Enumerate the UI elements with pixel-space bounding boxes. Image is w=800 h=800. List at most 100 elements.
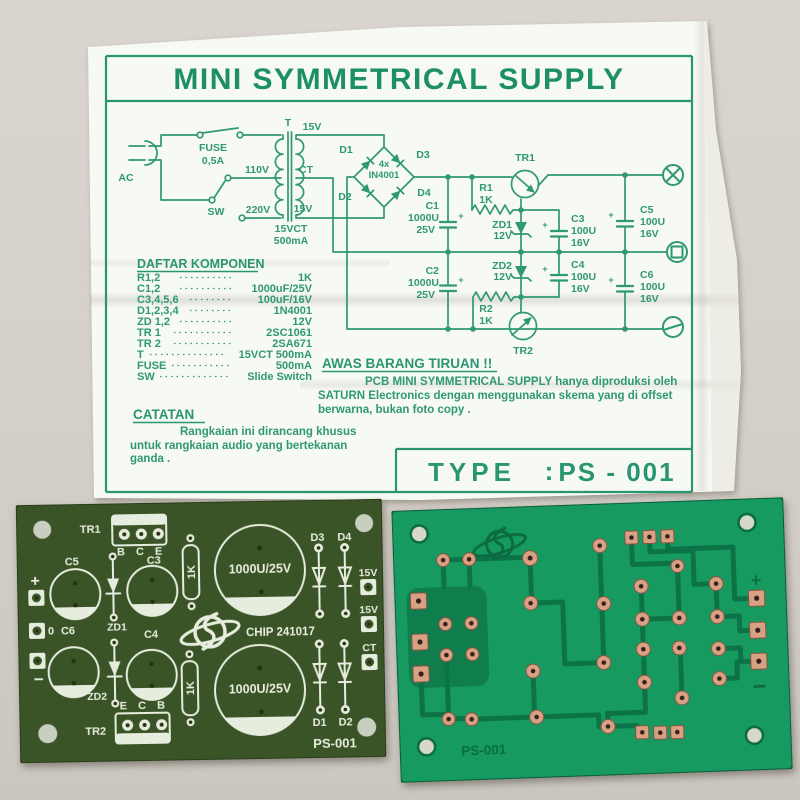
label-fuse: FUSE [199, 142, 227, 154]
label-220v: 220V [246, 204, 271, 216]
component-name: C3,4,5,6 [137, 294, 179, 306]
transistor-tr2 [508, 311, 538, 341]
component-value: 100uF/16V [258, 294, 313, 306]
component-name: TR 1 [137, 327, 161, 339]
component-name: ZD 1,2 [137, 316, 170, 328]
component-name: TR 2 [137, 338, 161, 350]
warning-heading: AWAS BARANG TIRUAN !! [322, 356, 492, 371]
warning-section: AWAS BARANG TIRUAN !! PCB MINI SYMMETRIC… [318, 356, 677, 416]
mounting-holes [409, 512, 765, 757]
d2-footprint [337, 639, 353, 714]
label-500ma: 500mA [274, 235, 309, 247]
label-c2u: 25V [416, 289, 435, 301]
zener-zd2 [510, 266, 532, 282]
output-terminal-plus [662, 164, 684, 186]
label-t: T [285, 117, 292, 129]
warning-line: berwarna, bukan foto copy . [318, 404, 471, 416]
label-r1: R1 [479, 182, 493, 194]
silk-cap-bot: 1000U/25V [229, 681, 292, 696]
polarity-c2: + [458, 275, 463, 285]
r1-footprint [181, 534, 201, 611]
silk-zero: 0 [48, 626, 54, 638]
silk-d2: D2 [338, 716, 352, 728]
label-tr2: TR2 [513, 345, 533, 357]
silk-c3: C3 [147, 555, 161, 567]
r2-footprint [180, 650, 200, 727]
label-c2: C2 [426, 265, 440, 277]
label-zd2: ZD2 [492, 260, 512, 272]
polarity-c5: + [608, 210, 613, 220]
pcb-front: TR1 B C E + 0 − C5 C3 C6 C4 [15, 498, 387, 764]
label-15vct: 15VCT [275, 223, 308, 235]
zd2-footprint [106, 638, 123, 708]
component-value: 2SC1061 [266, 327, 312, 339]
transistor-tr1 [510, 169, 540, 199]
pcb-front-board [15, 498, 387, 764]
label-c1: C1 [426, 200, 440, 212]
copper-square-pads [409, 529, 768, 740]
type-colon: : [545, 456, 554, 486]
component-name: C1,2 [137, 283, 160, 295]
label-15v-bot: 15V [294, 203, 313, 215]
circuit-schematic: AC FUSE 0,5A 110V SW 220V T 15V CT 15V 1… [118, 117, 688, 357]
io-column-right: 15V 15V CT [359, 567, 378, 671]
page-title: MINI SYMMETRICAL SUPPLY [173, 63, 624, 96]
schematic-labels: AC FUSE 0,5A 110V SW 220V T 15V CT 15V 1… [118, 117, 665, 357]
component-value: Slide Switch [247, 371, 312, 383]
silk-plus: + [30, 573, 40, 590]
paper-fold-creases [90, 21, 741, 491]
zener-zd1 [510, 222, 532, 238]
component-name: D1,2,3,4 [137, 305, 179, 317]
silk-d1: D1 [312, 717, 326, 729]
component-name: SW [137, 371, 155, 383]
label-c4: C4 [571, 259, 585, 271]
schematic-wiring [295, 134, 667, 330]
label-c4v: 100U [571, 271, 596, 283]
big-cap-bottom [214, 643, 307, 736]
silk-tr1: TR1 [80, 524, 101, 536]
silk-zd2: ZD2 [87, 691, 107, 703]
label-c5v: 100U [640, 216, 665, 228]
silk-bce: B C E [117, 546, 167, 559]
silk-code: PS-001 [313, 735, 357, 751]
label-c6v: 100U [640, 281, 665, 293]
label-c5u: 16V [640, 228, 659, 240]
component-name: FUSE [137, 360, 166, 372]
io-column-left: + 0 − [28, 573, 54, 689]
saturn-logo [179, 611, 241, 651]
label-zd2v: 12V [493, 271, 512, 283]
schematic-paper: MINI SYMMETRICAL SUPPLY [88, 21, 741, 500]
silk-15v-2: 15V [359, 604, 378, 616]
label-r2v: 1K [479, 315, 493, 327]
note-line: Rangkaian ini dirancang khusus [180, 426, 356, 438]
label-d3: D3 [416, 149, 430, 161]
etched-plus: + [750, 570, 761, 590]
silk-r-bot: 1K [185, 681, 197, 695]
component-name: T [137, 349, 144, 361]
output-terminal-zero [666, 241, 688, 263]
copper-pads [436, 538, 727, 734]
label-c4u: 16V [571, 283, 590, 295]
polarity-c4: + [542, 264, 547, 274]
silk-ct: CT [362, 642, 377, 654]
label-c2v: 1000U [408, 277, 439, 289]
note-heading: CATATAN [133, 407, 194, 422]
silk-c5: C5 [65, 556, 79, 568]
type-box: TYPE : PS - 001 [428, 456, 675, 487]
type-label: TYPE [428, 457, 516, 487]
junction-dots [445, 172, 628, 332]
warning-line: SATURN Electronics dengan menggunakan sk… [318, 390, 673, 402]
d1-footprint [312, 639, 328, 715]
pcb-back: + − PS-001 [391, 497, 793, 783]
label-fuse-val: 0,5A [202, 155, 225, 167]
label-c3v: 100U [571, 225, 596, 237]
note-section: CATATAN Rangkaian ini dirancang khusus u… [130, 407, 356, 465]
silk-c4: C4 [144, 629, 159, 641]
silk-chip: CHIP 241017 [246, 626, 315, 639]
cap-outlines [47, 564, 179, 701]
type-value: PS - 001 [558, 457, 675, 487]
d3-footprint [311, 543, 327, 619]
etched-minus: − [752, 673, 767, 700]
label-d1: D1 [339, 144, 353, 156]
